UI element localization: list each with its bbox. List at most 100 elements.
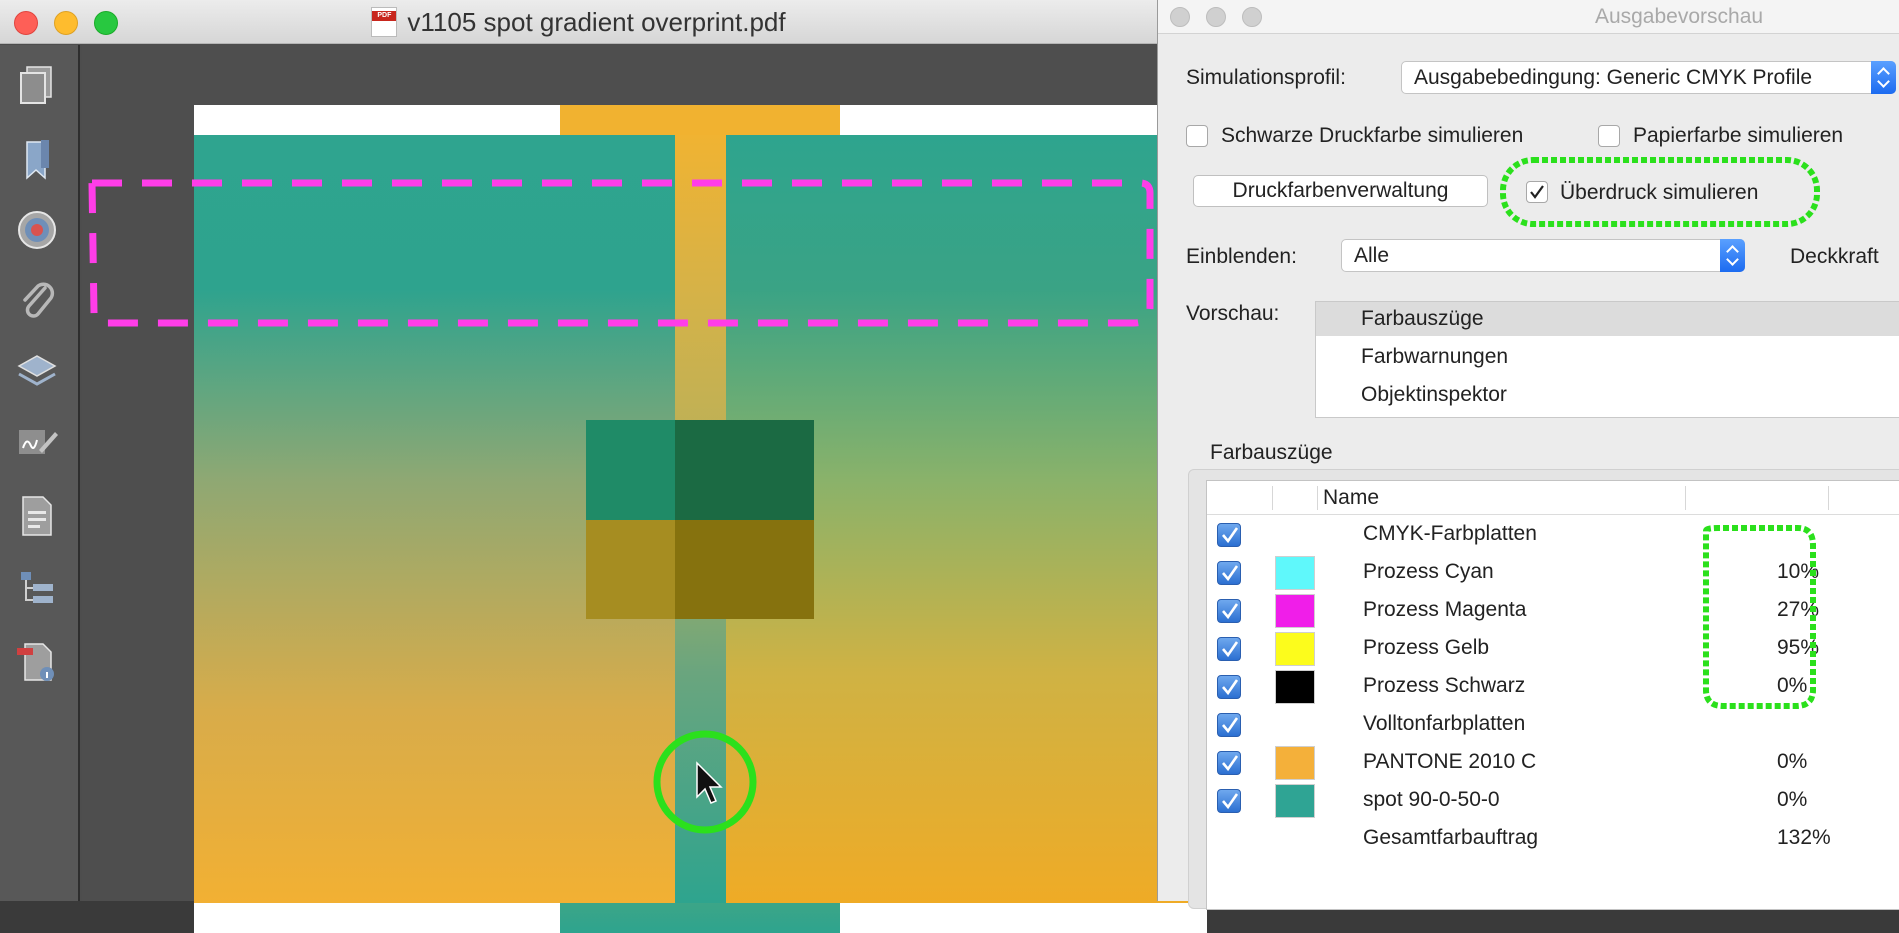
- chevron-updown-icon: [1720, 239, 1745, 272]
- output-preview-titlebar: Ausgabevorschau: [1158, 0, 1899, 34]
- pdf-file-icon: PDF: [371, 7, 398, 38]
- overprint-highlight-overlay: [1500, 157, 1820, 227]
- values-highlight-overlay: [1703, 525, 1816, 709]
- separation-row[interactable]: Prozess Cyan 10%: [1207, 553, 1899, 591]
- separation-name: CMYK-Farbplatten: [1363, 522, 1537, 545]
- separation-name: Prozess Magenta: [1363, 598, 1527, 621]
- signature-icon[interactable]: [12, 417, 62, 467]
- simulation-profile-label: Simulationsprofil:: [1186, 66, 1346, 89]
- separation-row[interactable]: Prozess Gelb 95%: [1207, 629, 1899, 667]
- ink-swatch: [1275, 594, 1315, 628]
- mouse-cursor-icon: [696, 761, 723, 804]
- separation-coverage-value: 0%: [1777, 750, 1808, 773]
- separation-name: Prozess Gelb: [1363, 636, 1490, 659]
- separation-visible-checkbox[interactable]: [1217, 637, 1241, 661]
- simulate-black-checkbox[interactable]: [1186, 125, 1208, 147]
- structure-tree-icon[interactable]: [12, 563, 62, 613]
- target-icon[interactable]: [12, 205, 62, 255]
- simulate-paper-label: Papierfarbe simulieren: [1633, 124, 1844, 147]
- separation-coverage-value: 0%: [1777, 788, 1808, 811]
- name-column-header[interactable]: Name: [1323, 486, 1380, 509]
- show-label: Einblenden:: [1186, 245, 1297, 268]
- simulation-profile-value: Ausgabebedingung: Generic CMYK Profile: [1414, 66, 1813, 89]
- separation-row[interactable]: Prozess Schwarz 0%: [1207, 667, 1899, 705]
- preview-item-separations[interactable]: Farbauszüge: [1316, 302, 1899, 336]
- separation-name: Prozess Schwarz: [1363, 674, 1526, 697]
- ink-swatch: [1275, 556, 1315, 590]
- separation-visible-checkbox[interactable]: [1217, 675, 1241, 699]
- simulate-paper-checkbox[interactable]: [1598, 125, 1620, 147]
- separation-name: PANTONE 2010 C: [1363, 750, 1537, 773]
- separation-name: spot 90-0-50-0: [1363, 788, 1500, 811]
- zoom-panel-button[interactable]: [1242, 7, 1262, 27]
- document-info-icon[interactable]: [12, 635, 62, 685]
- close-window-button[interactable]: [14, 11, 38, 35]
- separation-name: Gesamtfarbauftrag: [1363, 826, 1539, 849]
- chevron-updown-icon: [1871, 61, 1896, 94]
- separation-visible-checkbox[interactable]: [1217, 561, 1241, 585]
- annotation-overlay: [88, 179, 1154, 834]
- separations-table-header: Name: [1207, 481, 1899, 515]
- separation-coverage-value: 0%: [1777, 674, 1808, 697]
- checkmark-icon: [1530, 185, 1544, 199]
- separation-row[interactable]: spot 90-0-50-0 0%: [1207, 781, 1899, 819]
- ink-swatch: [1275, 670, 1315, 704]
- checkmark-icon: [1222, 793, 1239, 810]
- zoom-window-button[interactable]: [94, 11, 118, 35]
- separation-name: Prozess Cyan: [1363, 560, 1494, 583]
- separation-row[interactable]: Gesamtfarbauftrag 132%: [1207, 819, 1899, 857]
- show-value: Alle: [1354, 244, 1390, 267]
- preview-label: Vorschau:: [1186, 302, 1280, 325]
- overprint-square-top-dark: [675, 420, 814, 520]
- checkmark-icon: [1222, 641, 1239, 658]
- checkmark-icon: [1222, 565, 1239, 582]
- attachments-icon[interactable]: [12, 275, 62, 325]
- separation-row[interactable]: Prozess Magenta 27%: [1207, 591, 1899, 629]
- minimize-panel-button[interactable]: [1206, 7, 1226, 27]
- overprint-square-bottom-dark: [675, 520, 814, 619]
- simulation-profile-select[interactable]: Ausgabebedingung: Generic CMYK Profile: [1401, 61, 1896, 94]
- separation-coverage-value: 27%: [1777, 598, 1820, 621]
- navigation-sidebar: [0, 45, 80, 901]
- separation-coverage-value: 10%: [1777, 560, 1820, 583]
- separation-coverage-value: 132%: [1777, 826, 1831, 849]
- simulate-overprint-label: Überdruck simulieren: [1560, 181, 1759, 204]
- separation-visible-checkbox[interactable]: [1217, 789, 1241, 813]
- panel-title: Ausgabevorschau: [1594, 5, 1764, 28]
- separation-coverage-value: 95%: [1777, 636, 1820, 659]
- ink-manager-button[interactable]: Druckfarbenverwaltung: [1193, 175, 1488, 207]
- layers-icon[interactable]: [12, 345, 62, 395]
- show-select[interactable]: Alle: [1341, 239, 1745, 272]
- ink-swatch: [1275, 746, 1315, 780]
- simulate-black-label: Schwarze Druckfarbe simulieren: [1221, 124, 1524, 147]
- checkmark-icon: [1222, 603, 1239, 620]
- separation-visible-checkbox[interactable]: [1217, 599, 1241, 623]
- separation-row[interactable]: CMYK-Farbplatten: [1207, 515, 1899, 553]
- simulate-overprint-checkbox[interactable]: [1526, 181, 1548, 203]
- separations-group-label: Farbauszüge: [1210, 441, 1333, 464]
- separation-visible-checkbox[interactable]: [1217, 713, 1241, 737]
- separation-row[interactable]: PANTONE 2010 C 0%: [1207, 743, 1899, 781]
- bookmarks-icon[interactable]: [12, 135, 62, 185]
- separation-row[interactable]: Volltonfarbplatten: [1207, 705, 1899, 743]
- minimize-window-button[interactable]: [54, 11, 78, 35]
- pages-icon[interactable]: [12, 60, 62, 110]
- opacity-label: Deckkraft: [1790, 245, 1879, 268]
- document-icon[interactable]: [12, 490, 62, 540]
- close-panel-button[interactable]: [1170, 7, 1190, 27]
- checkmark-icon: [1222, 679, 1239, 696]
- checkmark-icon: [1222, 717, 1239, 734]
- ink-swatch: [1275, 632, 1315, 666]
- document-canvas[interactable]: [82, 45, 1207, 933]
- cursor-highlight-circle: [653, 730, 757, 834]
- separation-visible-checkbox[interactable]: [1217, 751, 1241, 775]
- preview-mode-list: Farbauszüge Farbwarnungen Objektinspekto…: [1315, 301, 1899, 418]
- preview-item-color-warnings[interactable]: Farbwarnungen: [1361, 345, 1509, 368]
- separation-visible-checkbox[interactable]: [1217, 523, 1241, 547]
- separation-name: Volltonfarbplatten: [1363, 712, 1526, 735]
- checkmark-icon: [1222, 527, 1239, 544]
- preview-item-object-inspector[interactable]: Objektinspektor: [1361, 383, 1507, 406]
